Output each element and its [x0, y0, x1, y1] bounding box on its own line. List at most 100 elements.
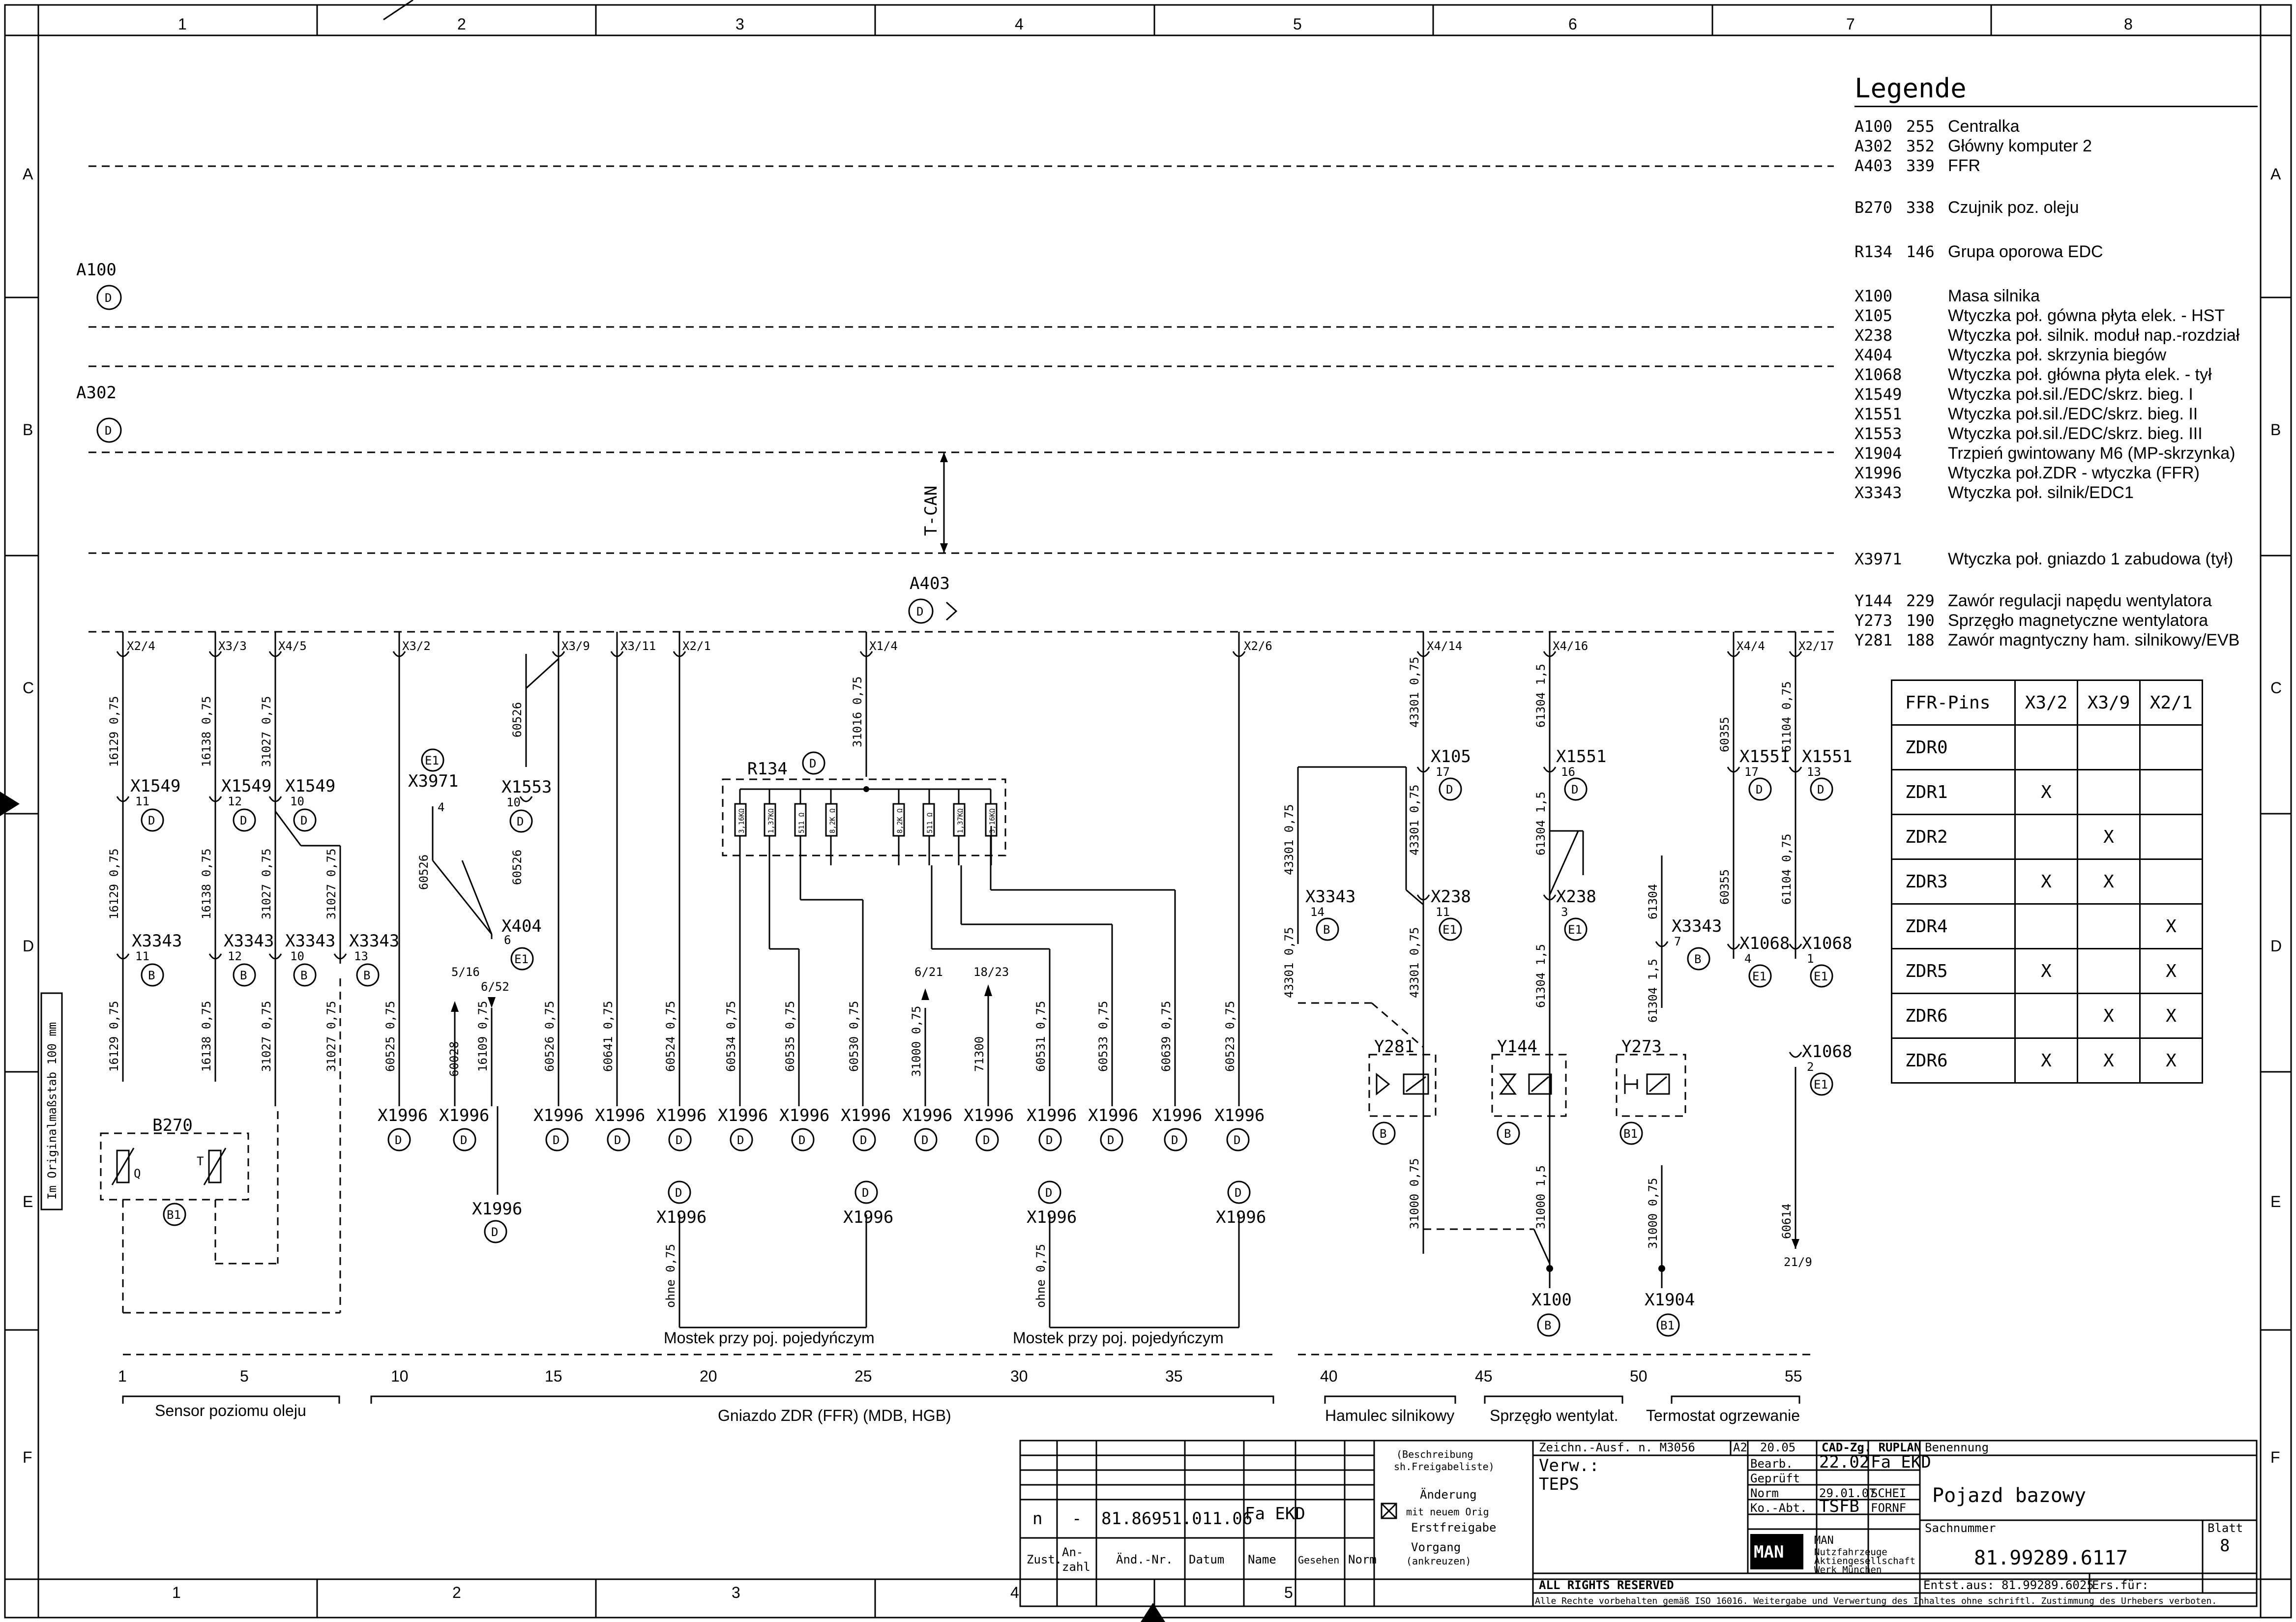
ffr-table-cell	[2077, 903, 2141, 949]
svg-text:60526: 60526	[510, 702, 524, 737]
legend-desc: Wtyczka poł. główna płyta elek. - tył	[1948, 365, 2212, 384]
svg-text:11.06: 11.06	[1202, 1509, 1252, 1529]
svg-text:Sachnummer: Sachnummer	[1925, 1521, 1996, 1535]
svg-text:Y281: Y281	[1374, 1037, 1414, 1057]
svg-text:X1996: X1996	[1214, 1106, 1265, 1125]
svg-text:60523 0,75: 60523 0,75	[1223, 1001, 1237, 1072]
svg-text:C: C	[2270, 679, 2282, 697]
svg-text:Geprüft: Geprüft	[1750, 1472, 1800, 1485]
legend-code: X1996	[1854, 464, 1902, 482]
legend-desc: FFR	[1948, 156, 1981, 175]
svg-text:CAD-Zg. RUPLAN: CAD-Zg. RUPLAN	[1822, 1441, 1921, 1454]
svg-text:An-: An-	[1062, 1545, 1083, 1559]
svg-text:16129 0,75: 16129 0,75	[107, 849, 121, 920]
svg-text:D: D	[1446, 783, 1453, 796]
wires	[122, 632, 1799, 1328]
svg-text:45: 45	[1475, 1367, 1493, 1385]
svg-text:D: D	[105, 291, 112, 305]
svg-text:40: 40	[1320, 1367, 1338, 1385]
svg-text:X4/4: X4/4	[1737, 639, 1765, 653]
svg-text:Y273: Y273	[1621, 1037, 1662, 1057]
legend-code: X100	[1854, 287, 1893, 305]
svg-text:X3343: X3343	[1305, 887, 1355, 907]
ffr-table-cell: X	[2014, 948, 2078, 994]
svg-text:D: D	[798, 1133, 805, 1147]
man-logo: MAN	[1754, 1542, 1784, 1562]
svg-text:X1996: X1996	[472, 1199, 522, 1219]
svg-text:n: n	[1032, 1509, 1042, 1529]
svg-text:X238: X238	[1556, 887, 1596, 907]
legend-code: X3343	[1854, 483, 1902, 502]
svg-text:Änderung: Änderung	[1420, 1487, 1477, 1502]
svg-text:21/9: 21/9	[1784, 1255, 1812, 1269]
svg-text:X4/16: X4/16	[1553, 639, 1588, 653]
ffr-table-cell: ZDR0	[1891, 724, 2016, 770]
svg-text:C: C	[23, 679, 34, 697]
svg-text:D: D	[862, 1186, 869, 1200]
legend-desc: Sprzęgło magnetyczne wentylatora	[1948, 611, 2208, 630]
svg-text:Ko.-Abt.: Ko.-Abt.	[1750, 1501, 1807, 1515]
svg-text:1,37KΩ: 1,37KΩ	[957, 808, 965, 833]
svg-text:TSFB: TSFB	[1819, 1497, 1859, 1516]
svg-text:11: 11	[135, 949, 149, 963]
svg-text:X1996: X1996	[595, 1106, 645, 1125]
svg-text:X105: X105	[1431, 747, 1471, 767]
legend-desc: Zawór regulacji napędu wentylatora	[1948, 591, 2212, 610]
svg-text:ohne 0,75: ohne 0,75	[1034, 1244, 1048, 1308]
legend-code: X1553	[1854, 424, 1902, 443]
svg-text:55: 55	[1785, 1367, 1802, 1385]
ffr-table-cell	[2014, 724, 2078, 770]
svg-text:60534 0,75: 60534 0,75	[724, 1001, 738, 1072]
svg-text:Alle Rechte vorbehalten gemäß: Alle Rechte vorbehalten gemäß ISO 16016.…	[1535, 1596, 2217, 1606]
ffr-table-header: X2/1	[2139, 679, 2203, 726]
legend-desc: Grupa oporowa EDC	[1948, 242, 2103, 261]
svg-text:2: 2	[452, 1584, 461, 1601]
svg-text:Ers.für:: Ers.für:	[2092, 1578, 2149, 1592]
ffr-table-header: X3/9	[2077, 679, 2141, 726]
legend-desc: Główny komputer 2	[1948, 137, 2092, 155]
ffr-table-cell	[2077, 724, 2141, 770]
legend-code: B270	[1854, 198, 1893, 217]
svg-text:X1996: X1996	[1027, 1208, 1077, 1227]
svg-text:D: D	[395, 1133, 402, 1147]
svg-text:25: 25	[854, 1367, 872, 1385]
legend-code: X3971	[1854, 550, 1902, 568]
svg-text:29.01.07: 29.01.07	[1819, 1486, 1876, 1500]
svg-text:X1996: X1996	[1152, 1106, 1202, 1125]
legend-code: X1551	[1854, 405, 1902, 423]
svg-text:22.02: 22.02	[1819, 1452, 1869, 1472]
svg-text:16129 0,75: 16129 0,75	[107, 696, 121, 767]
svg-text:60524 0,75: 60524 0,75	[664, 1001, 677, 1072]
svg-text:Aktiengesellschaft: Aktiengesellschaft	[1814, 1556, 1915, 1566]
legend-code: Y281	[1854, 631, 1893, 649]
svg-text:X1549: X1549	[130, 776, 180, 796]
svg-text:61304 1,5: 61304 1,5	[1534, 944, 1548, 1008]
legend-desc: Wtyczka poł.sil./EDC/skrz. bieg. II	[1948, 405, 2198, 423]
svg-text:1: 1	[172, 1584, 181, 1601]
svg-text:Gesehen: Gesehen	[1298, 1554, 1339, 1566]
svg-text:31000 1,5: 31000 1,5	[1534, 1165, 1548, 1229]
svg-text:43301 0,75: 43301 0,75	[1408, 785, 1421, 856]
svg-text:16: 16	[1561, 765, 1575, 779]
svg-text:61104 0,75: 61104 0,75	[1780, 834, 1794, 905]
svg-text:43301 0,75: 43301 0,75	[1408, 927, 1421, 999]
svg-text:31016 0,75: 31016 0,75	[851, 677, 864, 748]
svg-text:(Beschreibung: (Beschreibung	[1396, 1448, 1473, 1460]
ffr-table-header: FFR-Pins	[1891, 679, 2016, 726]
svg-text:20: 20	[700, 1367, 717, 1385]
legend-code: X1904	[1854, 444, 1902, 463]
svg-text:D: D	[1235, 1186, 1241, 1200]
svg-text:D: D	[1045, 1186, 1052, 1200]
svg-text:5: 5	[1293, 15, 1302, 33]
bus-scale: 1 5 10 15 20 25 30 35 40 45 50 55 Sensor…	[118, 1354, 1814, 1424]
svg-text:D: D	[675, 1186, 682, 1200]
svg-text:X1996: X1996	[378, 1106, 428, 1125]
svg-text:Fa EKD: Fa EKD	[1871, 1452, 1931, 1472]
svg-text:31000 0,75: 31000 0,75	[1646, 1178, 1660, 1249]
svg-text:Sensor poziomu oleju: Sensor poziomu oleju	[155, 1402, 306, 1419]
